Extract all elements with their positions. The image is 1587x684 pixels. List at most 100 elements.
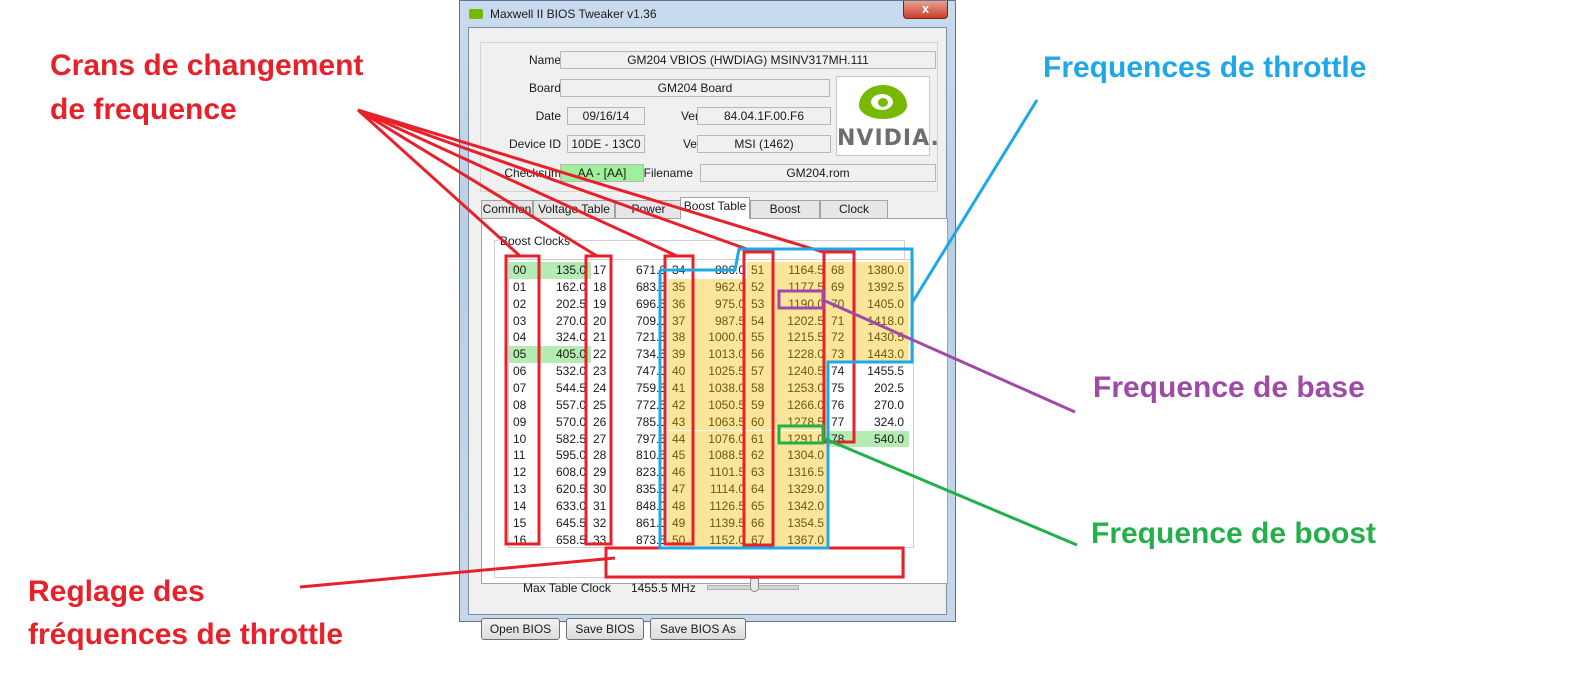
boost-step-index[interactable]: 56 [747,346,779,364]
boost-step-frequency[interactable]: 835.5 [635,482,666,497]
boost-step-frequency[interactable]: 633.0 [555,498,586,513]
boost-step-index[interactable]: 28 [593,448,607,463]
boost-step-frequency[interactable]: 1380.0 [857,262,909,279]
boost-step-frequency[interactable]: 1291.0 [777,430,829,448]
tab-power-table[interactable]: Power Table [615,200,682,233]
boost-step-frequency[interactable]: 532.0 [555,364,586,379]
boost-step-frequency[interactable]: 658.5 [555,532,586,547]
boost-step-frequency[interactable]: 202.5 [555,296,586,311]
boost-step-index[interactable]: 34 [672,263,686,277]
boost-step-index[interactable]: 66 [747,514,779,532]
boost-step-index[interactable]: 16 [513,532,527,547]
boost-step-frequency[interactable]: 582.5 [555,431,586,446]
boost-step-index[interactable]: 05 [509,346,541,364]
boost-step-frequency[interactable]: 1013.0 [698,346,750,364]
boost-step-frequency[interactable]: 1443.0 [857,346,909,364]
boost-step-index[interactable]: 23 [593,364,607,379]
boost-step-index[interactable]: 48 [668,497,700,515]
max-table-clock-value[interactable]: 1455.5 MHz [631,581,696,595]
boost-step-frequency[interactable]: 848.0 [635,498,666,513]
boost-step-frequency[interactable]: 1278.5 [777,413,829,431]
boost-step-frequency[interactable]: 324.0 [555,330,586,345]
boost-step-index[interactable]: 72 [827,329,859,347]
boost-step-index[interactable]: 70 [827,295,859,313]
boost-step-index[interactable]: 77 [831,414,845,429]
boost-step-index[interactable]: 02 [513,296,527,311]
boost-step-frequency[interactable]: 570.0 [555,414,586,429]
boost-step-index[interactable]: 22 [593,347,607,362]
boost-step-index[interactable]: 26 [593,414,607,429]
boost-step-index[interactable]: 18 [593,279,607,294]
board-field[interactable]: GM204 Board [560,79,830,97]
boost-step-frequency[interactable]: 1139.5 [698,514,750,532]
boost-step-index[interactable]: 62 [747,447,779,465]
boost-step-frequency[interactable]: 1050.5 [698,396,750,414]
boost-step-frequency[interactable]: 1418.0 [857,312,909,330]
boost-step-frequency[interactable]: 1316.5 [777,464,829,482]
close-button[interactable]: x [903,1,948,19]
name-field[interactable]: GM204 VBIOS (HWDIAG) MSINV317MH.111 [560,51,936,69]
open-bios-button[interactable]: Open BIOS [481,618,560,640]
boost-step-frequency[interactable]: 975.0 [698,295,750,313]
boost-step-index[interactable]: 29 [593,465,607,480]
title-bar[interactable]: Maxwell II BIOS Tweaker v1.36 x [460,1,955,27]
vendor-field[interactable]: MSI (1462) [697,135,831,153]
boost-step-index[interactable]: 17 [593,263,607,277]
boost-step-frequency[interactable]: 1126.5 [698,497,750,515]
boost-step-frequency[interactable]: 1354.5 [777,514,829,532]
boost-step-frequency[interactable]: 1253.0 [777,379,829,397]
boost-step-index[interactable]: 59 [747,396,779,414]
save-bios-button[interactable]: Save BIOS [566,618,644,640]
device-id-field[interactable]: 10DE - 13C0 [567,135,645,153]
boost-step-frequency[interactable]: 135.0 [539,262,591,279]
version-field[interactable]: 84.04.1F.00.F6 [697,107,831,125]
boost-step-index[interactable]: 73 [827,346,859,364]
boost-step-frequency[interactable]: 1101.5 [698,464,750,482]
boost-step-frequency[interactable]: 557.0 [555,397,586,412]
boost-step-index[interactable]: 67 [747,531,779,549]
boost-step-frequency[interactable]: 1215.5 [777,329,829,347]
boost-step-frequency[interactable]: 1152.0 [698,531,750,549]
boost-step-frequency[interactable]: 1025.5 [698,363,750,380]
boost-step-frequency[interactable]: 962.0 [698,278,750,296]
boost-step-index[interactable]: 53 [747,295,779,313]
boost-step-frequency[interactable]: 772.5 [635,397,666,412]
boost-step-index[interactable]: 09 [513,414,527,429]
boost-step-index[interactable]: 76 [831,397,845,412]
boost-step-index[interactable]: 47 [668,481,700,498]
boost-step-index[interactable]: 49 [668,514,700,532]
boost-step-index[interactable]: 08 [513,397,527,412]
boost-step-index[interactable]: 03 [513,313,527,328]
boost-step-frequency[interactable]: 540.0 [857,430,909,448]
boost-step-index[interactable]: 37 [668,312,700,330]
boost-step-index[interactable]: 51 [747,262,779,279]
boost-step-frequency[interactable]: 324.0 [873,414,904,429]
boost-step-frequency[interactable]: 1038.0 [698,379,750,397]
boost-step-frequency[interactable]: 797.5 [635,431,666,446]
boost-step-index[interactable]: 43 [668,413,700,431]
boost-step-frequency[interactable]: 1329.0 [777,481,829,498]
boost-step-frequency[interactable]: 270.0 [873,397,904,412]
boost-step-frequency[interactable]: 671.0 [635,263,666,277]
boost-step-index[interactable]: 52 [747,278,779,296]
boost-step-index[interactable]: 14 [513,498,527,513]
boost-step-index[interactable]: 44 [668,430,700,448]
boost-step-frequency[interactable]: 987.5 [698,312,750,330]
date-field[interactable]: 09/16/14 [567,107,645,125]
tab-clock-states[interactable]: Clock States [820,200,888,233]
boost-step-frequency[interactable]: 645.5 [555,515,586,530]
boost-step-index[interactable]: 45 [668,447,700,465]
boost-step-index[interactable]: 01 [513,279,527,294]
boost-step-frequency[interactable]: 721.5 [635,330,666,345]
boost-step-frequency[interactable]: 683.5 [635,279,666,294]
boost-step-index[interactable]: 50 [668,531,700,549]
boost-step-frequency[interactable]: 202.5 [873,380,904,395]
boost-step-frequency[interactable]: 270.0 [555,313,586,328]
boost-step-index[interactable]: 58 [747,379,779,397]
boost-step-index[interactable]: 32 [593,515,607,530]
tab-voltage-table[interactable]: Voltage Table [533,200,615,218]
boost-step-frequency[interactable]: 873.5 [635,532,666,547]
boost-step-index[interactable]: 69 [827,278,859,296]
boost-step-index[interactable]: 63 [747,464,779,482]
